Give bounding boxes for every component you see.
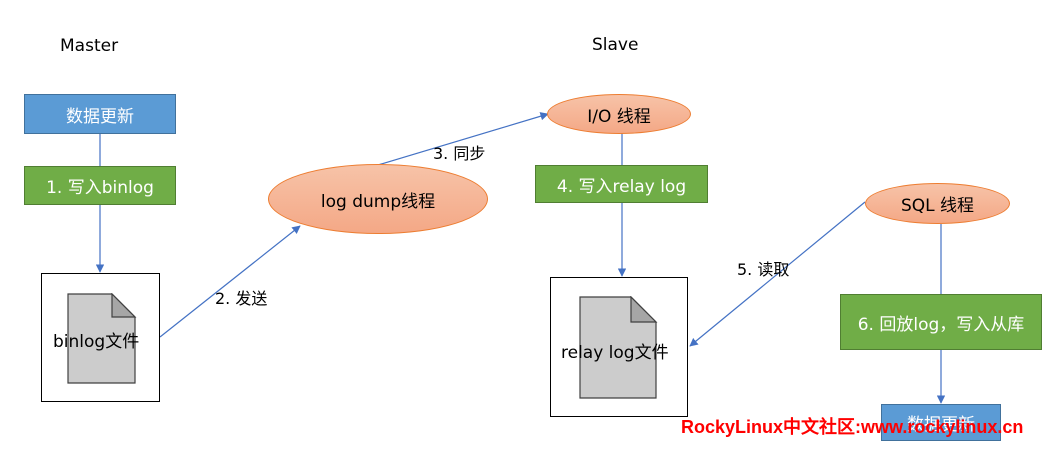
relay-log-file-frame: relay log文件 — [550, 277, 688, 417]
io-thread-label: I/O 线程 — [587, 106, 651, 127]
master-data-update-label: 数据更新 — [66, 106, 134, 127]
slave-data-update-label: 数据更新 — [907, 415, 975, 435]
slave-data-update-box: 数据更新 — [881, 404, 1001, 441]
master-data-update-box: 数据更新 — [24, 94, 176, 134]
relay-log-file-label: relay log文件 — [561, 343, 669, 363]
sql-thread-node: SQL 线程 — [865, 183, 1010, 224]
binlog-file-frame: binlog文件 — [41, 273, 160, 402]
file-icon — [579, 296, 658, 399]
binlog-file-label: binlog文件 — [53, 332, 140, 352]
step2-send-label: 2. 发送 — [215, 289, 268, 308]
step6-label: 6. 回放log，写入从库 — [857, 314, 1025, 335]
io-thread-node: I/O 线程 — [547, 94, 691, 134]
arrow-binlog-to-logdump — [159, 225, 301, 338]
step5-read-label: 5. 读取 — [737, 260, 790, 279]
master-heading: Master — [60, 36, 119, 56]
log-dump-thread-node: log dump线程 — [268, 164, 488, 234]
arrow-sql-to-relaylog — [689, 201, 866, 347]
step4-write-relay-log-box: 4. 写入relay log — [535, 165, 708, 203]
file-icon — [67, 293, 137, 384]
sql-thread-label: SQL 线程 — [900, 196, 975, 216]
slave-heading: Slave — [592, 35, 639, 55]
step6-replay-log-box: 6. 回放log，写入从库 — [840, 294, 1042, 350]
arrow-logdump-to-io — [377, 112, 549, 166]
step1-write-binlog-box: 1. 写入binlog — [24, 166, 176, 205]
step3-sync-label: 3. 同步 — [433, 144, 486, 163]
log-dump-thread-label: log dump线程 — [320, 191, 436, 212]
step4-label: 4. 写入relay log — [556, 176, 687, 197]
step1-label: 1. 写入binlog — [46, 178, 154, 198]
watermark-text: RockyLinux中文社区:www.rockylinux.cn — [681, 417, 1024, 437]
